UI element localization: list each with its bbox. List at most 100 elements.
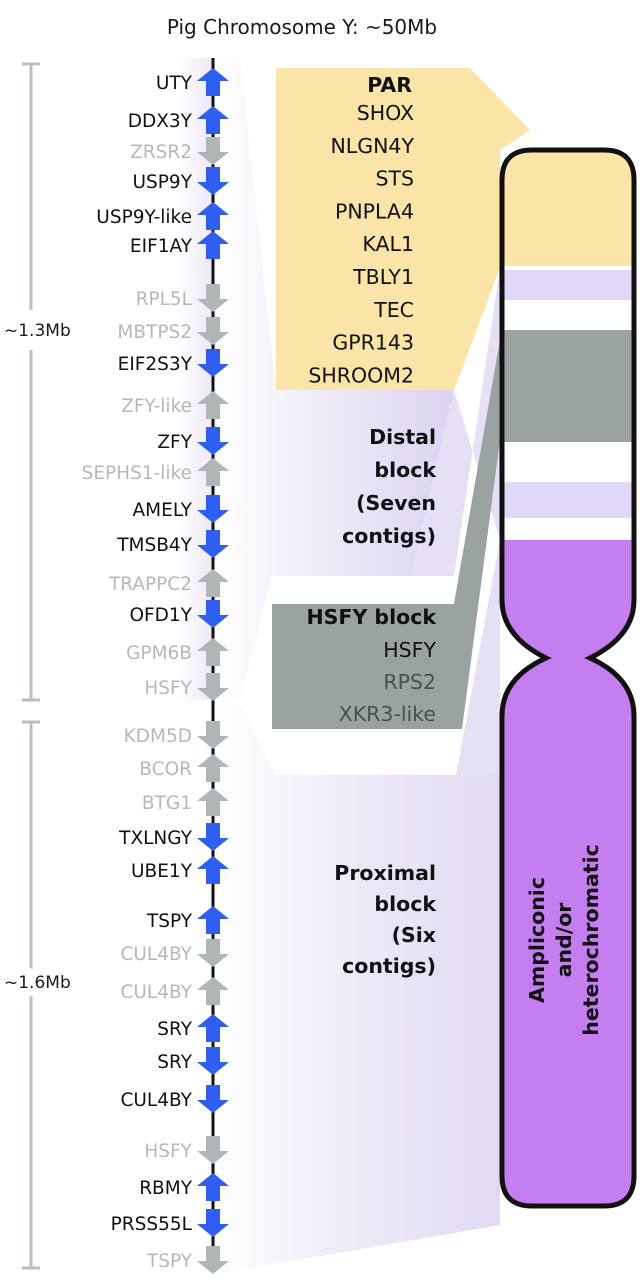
arrow-down-icon (197, 137, 229, 165)
gene-entry: UBE1Y (131, 856, 229, 884)
hsfy-heading: HSFY block (307, 605, 438, 629)
chromosome-band-light-2 (502, 482, 634, 518)
gene-label: KDM5D (124, 726, 192, 747)
gene-label: UBE1Y (131, 861, 193, 882)
arrow-down-icon (197, 600, 229, 628)
gene-label: TSPY (146, 911, 193, 932)
arrow-up-icon (197, 458, 229, 486)
gene-entry: HSFY (144, 673, 229, 701)
proximal-block-area (212, 704, 500, 1270)
scale-bars (22, 62, 40, 1270)
gene-entry: TSPY (146, 1246, 229, 1274)
gene-entry: PRSS55L (111, 1209, 229, 1237)
gene-entry: MBTPS2 (117, 317, 229, 345)
hsfy-gene-label: RPS2 (383, 670, 436, 694)
scale-label-proximal: ~1.6Mb (4, 973, 71, 993)
gene-entry: SEPHS1-like (82, 458, 229, 486)
gene-label: SRY (157, 1019, 192, 1040)
par-gene-label: SHOX (357, 101, 414, 125)
gene-label: USP9Y (132, 172, 192, 193)
gene-entry: KDM5D (124, 721, 229, 749)
par-gene-label: STS (375, 167, 414, 191)
arrow-up-icon (197, 856, 229, 884)
arrow-up-icon (197, 68, 229, 96)
arrow-down-icon (197, 1047, 229, 1075)
gene-entry: SRY (157, 1047, 229, 1075)
gene-label: AMELY (133, 500, 193, 521)
gene-entry: OFD1Y (129, 600, 229, 628)
hsfy-gene-label: HSFY (383, 638, 436, 662)
gene-entry: CUL4BY (120, 939, 229, 967)
arrow-down-icon (197, 167, 229, 195)
arrow-up-icon (197, 1014, 229, 1042)
gene-entry: ZRSR2 (130, 137, 229, 165)
gene-label: RPL5L (136, 289, 193, 310)
arrow-down-icon (197, 427, 229, 455)
chromosome-band-white-1 (502, 266, 634, 270)
distal-block-line: Distal (369, 425, 436, 449)
proximal-block-line: Proximal (334, 861, 436, 885)
gene-label: EIF1AY (130, 236, 193, 257)
arrow-down-icon (197, 939, 229, 967)
gene-entry: TSPY (146, 906, 229, 934)
scale-label-distal: ~1.3Mb (4, 321, 71, 341)
gene-entry: TMSB4Y (116, 530, 229, 558)
par-block-area (276, 68, 530, 390)
gene-label: BCOR (139, 759, 192, 780)
arrow-up-icon (197, 638, 229, 666)
par-heading: PAR (367, 73, 412, 97)
gene-label: TXLNGY (118, 828, 193, 849)
hsfy-gene-label: XKR3-like (339, 702, 436, 726)
gene-entry: BTG1 (142, 788, 229, 816)
gene-entry: ZFY (157, 427, 229, 455)
par-gene-label: NLGN4Y (330, 134, 414, 158)
gene-label: HSFY (144, 678, 192, 699)
arrow-down-icon (197, 284, 229, 312)
chromosome-band-gray (502, 330, 634, 442)
distal-block-line: block (374, 458, 437, 482)
gene-entry: EIF2S3Y (118, 349, 229, 377)
arrow-down-icon (197, 317, 229, 345)
arrow-down-icon (197, 349, 229, 377)
gene-entry: SRY (157, 1014, 229, 1042)
arrow-down-icon (197, 721, 229, 749)
gene-entry: TRAPPC2 (108, 569, 229, 597)
gene-label: SRY (157, 1052, 192, 1073)
chromosome-band-white-2 (502, 300, 634, 330)
chromosome-band-light-1 (502, 270, 634, 300)
arrow-up-icon (197, 906, 229, 934)
gene-label: USP9Y-like (96, 207, 192, 228)
ampliconic-label-line: Ampliconic (525, 877, 549, 1003)
par-gene-label: SHROOM2 (308, 363, 414, 387)
par-gene-label: TBLY1 (352, 265, 414, 289)
proximal-block-line: contigs) (342, 954, 436, 978)
gene-label: ZFY-like (121, 396, 192, 417)
gene-entry: CUL4BY (120, 1085, 229, 1113)
arrow-down-icon (197, 1246, 229, 1274)
gene-entry: HSFY (144, 1136, 229, 1164)
arrow-down-icon (197, 1085, 229, 1113)
gene-label: CUL4BY (120, 1090, 192, 1111)
distal-block-shading (178, 58, 212, 700)
arrow-up-icon (197, 106, 229, 134)
par-gene-label: TEC (373, 298, 414, 322)
gene-label: HSFY (144, 1141, 192, 1162)
arrow-up-icon (197, 1173, 229, 1201)
gene-label: MBTPS2 (117, 322, 192, 343)
par-gene-list: SHOXNLGN4YSTSPNPLA4KAL1TBLY1TECGPR143SHR… (308, 101, 414, 387)
gene-entry: CUL4BY (120, 977, 229, 1005)
gene-label: TMSB4Y (116, 535, 192, 556)
ampliconic-label-line: heterochromatic (579, 844, 603, 1036)
chromosome-band-par (502, 150, 634, 266)
gene-entry: BCOR (139, 754, 229, 782)
arrow-up-icon (197, 788, 229, 816)
gene-entry: UTY (156, 68, 229, 96)
gene-entry: RPL5L (136, 284, 229, 312)
gene-track: UTYDDX3YZRSR2USP9YUSP9Y-likeEIF1AYRPL5LM… (82, 68, 229, 1274)
gene-label: GPM6B (126, 643, 192, 664)
chromosome-outline (499, 147, 637, 1209)
